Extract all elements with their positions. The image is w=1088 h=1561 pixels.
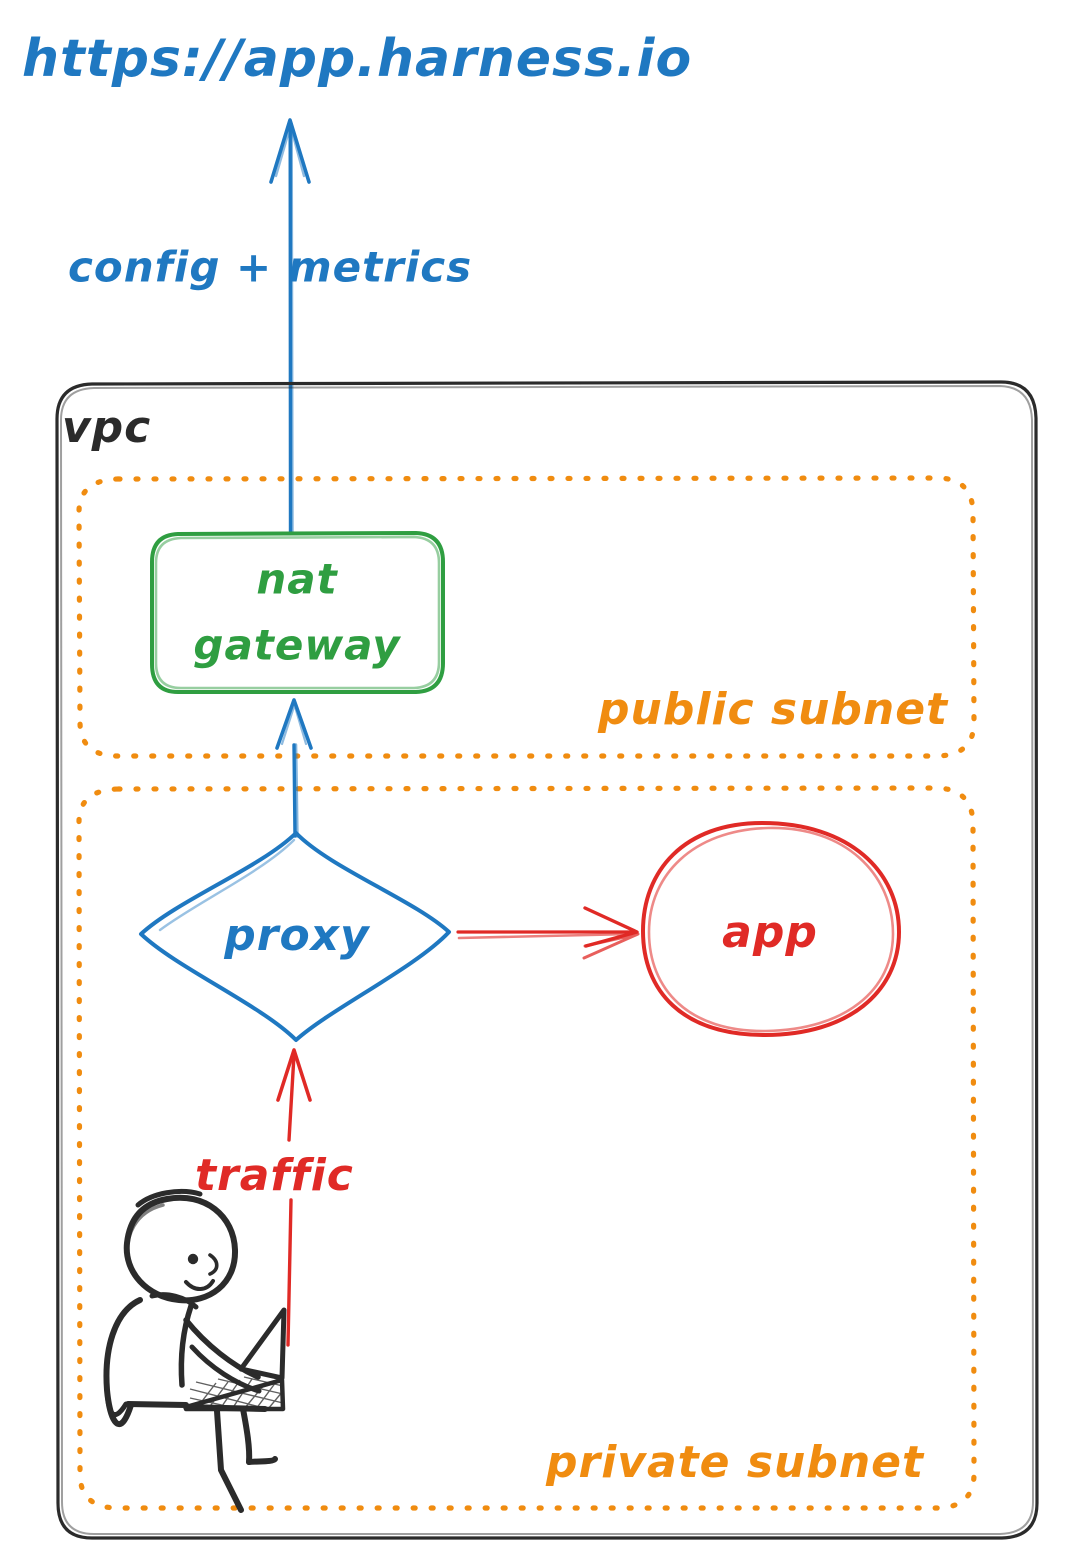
edge-user-to-proxy [276, 1048, 312, 1347]
vpc-boundary [55, 380, 1039, 1540]
laptop-base-hatch [189, 1376, 284, 1410]
nat-gateway-label-line1: nat [256, 555, 338, 604]
private-subnet-label: private subnet [545, 1437, 925, 1488]
edge-proxy-to-nat [275, 698, 313, 838]
app-label: app [722, 907, 818, 958]
nat-gateway-label-line2: gateway [193, 621, 401, 670]
user-with-laptop-figure [103, 1189, 287, 1513]
public-subnet-boundary [76, 475, 977, 759]
edge-label-config-metrics: config + metrics [68, 243, 472, 292]
eye-dot [187, 1253, 199, 1265]
traffic-label: traffic [195, 1150, 354, 1201]
public-subnet-label: public subnet [597, 684, 949, 735]
edge-nat-to-internet [269, 118, 311, 535]
external-url-label: https://app.harness.io [22, 29, 692, 89]
edge-proxy-to-app [456, 906, 640, 960]
vpc-label: vpc [62, 402, 151, 453]
node-nat-gateway[interactable]: nat gateway [150, 531, 445, 694]
node-proxy[interactable]: proxy [139, 831, 451, 1042]
node-app[interactable]: app [641, 821, 901, 1037]
proxy-label: proxy [223, 910, 371, 961]
